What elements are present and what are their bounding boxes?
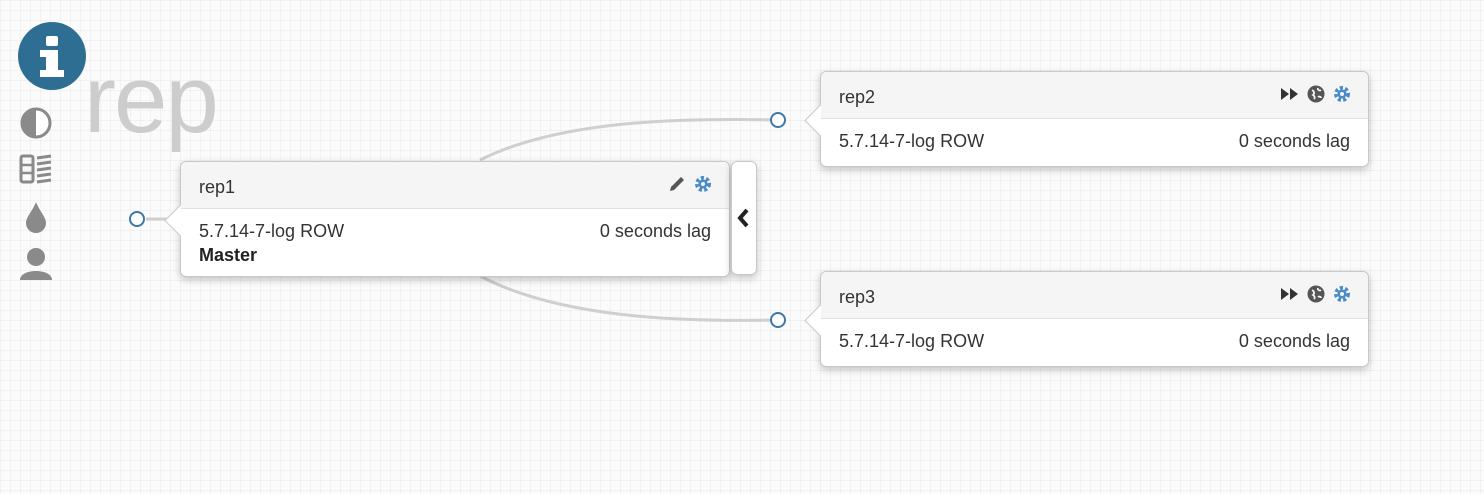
node-lag: 0 seconds lag	[1238, 331, 1350, 351]
node-lag: 0 seconds lag	[599, 221, 711, 241]
fast-forward-icon[interactable]	[1280, 84, 1300, 104]
globe-icon[interactable]	[1306, 84, 1326, 104]
rep2-port[interactable]	[770, 112, 786, 128]
node-version: 5.7.14-7-log ROW	[839, 131, 985, 151]
node-name: rep2	[839, 87, 876, 107]
node-rep2[interactable]: rep2 5.7.14-7-log ROW 0 seconds lag	[804, 71, 1369, 167]
node-rep3[interactable]: rep3 5.7.14-7-log ROW 0 seconds lag	[804, 271, 1369, 367]
link-rep1-rep2	[479, 117, 779, 162]
globe-icon[interactable]	[1306, 284, 1326, 304]
rep1-port[interactable]	[129, 211, 145, 227]
node-version: 5.7.14-7-log ROW	[839, 331, 985, 351]
node-rep1[interactable]: rep1 5.7.14-7-log ROW 0 seconds lag Mast…	[164, 161, 730, 277]
drop-icon	[26, 202, 46, 233]
node-actions	[1280, 84, 1352, 104]
node-actions	[1280, 284, 1352, 304]
fast-forward-icon[interactable]	[1280, 284, 1300, 304]
collapse-button[interactable]	[731, 161, 757, 275]
node-name: rep3	[839, 287, 876, 307]
contrast-icon	[20, 107, 52, 139]
node-actions	[667, 174, 713, 194]
node-name: rep1	[199, 177, 236, 197]
node-header: rep1	[181, 162, 729, 209]
node-header: rep2	[821, 72, 1368, 119]
info-icon	[40, 36, 64, 77]
gear-icon[interactable]	[1332, 84, 1352, 104]
contrast-button[interactable]	[18, 106, 56, 140]
node-version: 5.7.14-7-log ROW	[199, 221, 345, 241]
cluster-title: rep	[84, 46, 219, 153]
node-lag: 0 seconds lag	[1238, 131, 1350, 151]
list-button[interactable]	[18, 152, 56, 186]
link-rep1-rep3	[479, 274, 779, 322]
info-button[interactable]	[18, 22, 86, 90]
list-icon	[19, 154, 52, 184]
node-header: rep3	[821, 272, 1368, 319]
drop-button[interactable]	[18, 200, 56, 234]
chevron-left-icon	[737, 208, 749, 228]
gear-icon[interactable]	[1332, 284, 1352, 304]
rep3-port[interactable]	[770, 312, 786, 328]
node-role: Master	[199, 245, 258, 265]
pencil-icon[interactable]	[667, 174, 687, 194]
user-icon	[20, 248, 52, 280]
user-button[interactable]	[18, 246, 56, 280]
gear-icon[interactable]	[693, 174, 713, 194]
